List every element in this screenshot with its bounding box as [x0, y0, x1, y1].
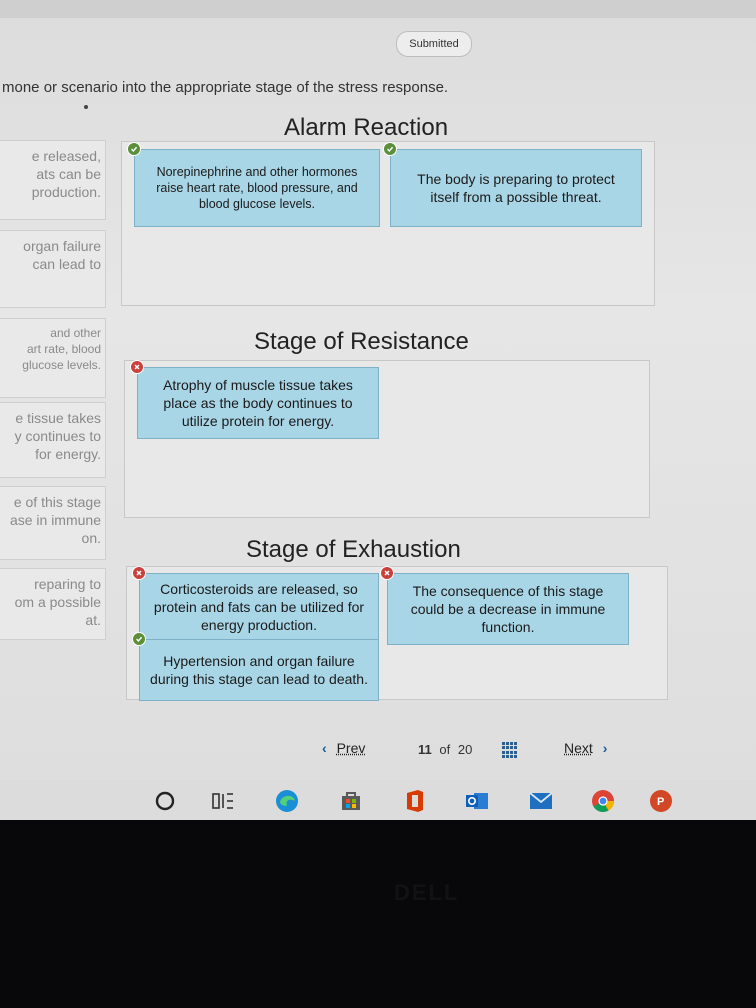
correct-check-icon: [383, 142, 397, 156]
card-corticosteroids[interactable]: Corticosteroids are released, so protein…: [132, 566, 379, 641]
page-indicator: 11 of 20: [418, 742, 472, 757]
svg-text:P: P: [657, 796, 664, 808]
cursor-dot: [84, 105, 88, 109]
source-item-4[interactable]: e tissue takes y continues to for energy…: [0, 402, 106, 478]
next-button[interactable]: Next ›: [564, 740, 607, 756]
source-item-5[interactable]: e of this stage ase in immune on.: [0, 486, 106, 560]
incorrect-x-icon: [380, 566, 394, 580]
outlook-icon[interactable]: [464, 788, 490, 814]
source-item-6[interactable]: reparing to om a possible at.: [0, 568, 106, 640]
dell-logo: DELL: [394, 880, 460, 905]
circle-search-icon[interactable]: [152, 788, 178, 814]
top-strip: [0, 0, 756, 18]
current-page: 11: [418, 742, 432, 757]
correct-check-icon: [127, 142, 141, 156]
stage-title-exhaustion: Stage of Exhaustion: [246, 536, 461, 563]
card-text: The body is preparing to protect itself …: [417, 171, 615, 205]
taskbar: [0, 780, 756, 820]
card-text: Hypertension and organ failure during th…: [150, 653, 368, 687]
chrome-icon[interactable]: [590, 788, 616, 814]
card-atrophy[interactable]: Atrophy of muscle tissue takes place as …: [130, 360, 379, 439]
card-preparing-threat[interactable]: The body is preparing to protect itself …: [383, 142, 642, 227]
dropzone-exhaustion[interactable]: Corticosteroids are released, so protein…: [126, 566, 668, 701]
instruction-text: mone or scenario into the appropriate st…: [2, 79, 449, 96]
chevron-right-icon: ›: [602, 740, 608, 756]
total-pages: 20: [457, 742, 473, 757]
source-item-3[interactable]: and other art rate, blood glucose levels…: [0, 318, 106, 398]
card-hypertension[interactable]: Hypertension and organ failure during th…: [132, 632, 379, 701]
powerpoint-icon[interactable]: P: [648, 788, 674, 814]
office-icon[interactable]: [402, 788, 428, 814]
of-label: of: [439, 742, 451, 757]
edge-icon[interactable]: [274, 788, 300, 814]
dropzone-alarm[interactable]: Norepinephrine and other hormones raise …: [121, 141, 655, 306]
incorrect-x-icon: [130, 360, 144, 374]
stage-title-resistance: Stage of Resistance: [254, 328, 469, 355]
monitor-bezel: [0, 820, 756, 1008]
browser-viewport: Submitted mone or scenario into the appr…: [0, 0, 756, 780]
question-grid-icon[interactable]: [502, 742, 518, 758]
source-item-2[interactable]: organ failure can lead to: [0, 230, 106, 308]
chevron-left-icon: ‹: [322, 740, 327, 756]
submitted-badge: Submitted: [396, 31, 472, 57]
card-text: The consequence of this stage could be a…: [410, 583, 606, 635]
card-text: Corticosteroids are released, so protein…: [153, 581, 365, 633]
mail-icon[interactable]: [528, 788, 554, 814]
prev-button[interactable]: ‹ Prev: [322, 740, 365, 756]
next-label: Next: [564, 740, 593, 756]
card-text: Atrophy of muscle tissue takes place as …: [163, 377, 353, 429]
card-text: Norepinephrine and other hormones raise …: [156, 165, 358, 211]
stage-title-alarm: Alarm Reaction: [284, 114, 449, 141]
card-immune-decrease[interactable]: The consequence of this stage could be a…: [380, 566, 629, 645]
correct-check-icon: [132, 632, 146, 646]
incorrect-x-icon: [132, 566, 146, 580]
prev-label: Prev: [336, 740, 366, 756]
task-view-icon[interactable]: [210, 788, 236, 814]
source-item-1[interactable]: e released, ats can be production.: [0, 140, 106, 220]
store-icon[interactable]: [338, 788, 364, 814]
card-norepinephrine[interactable]: Norepinephrine and other hormones raise …: [127, 142, 380, 227]
dropzone-resistance[interactable]: Atrophy of muscle tissue takes place as …: [124, 360, 650, 518]
